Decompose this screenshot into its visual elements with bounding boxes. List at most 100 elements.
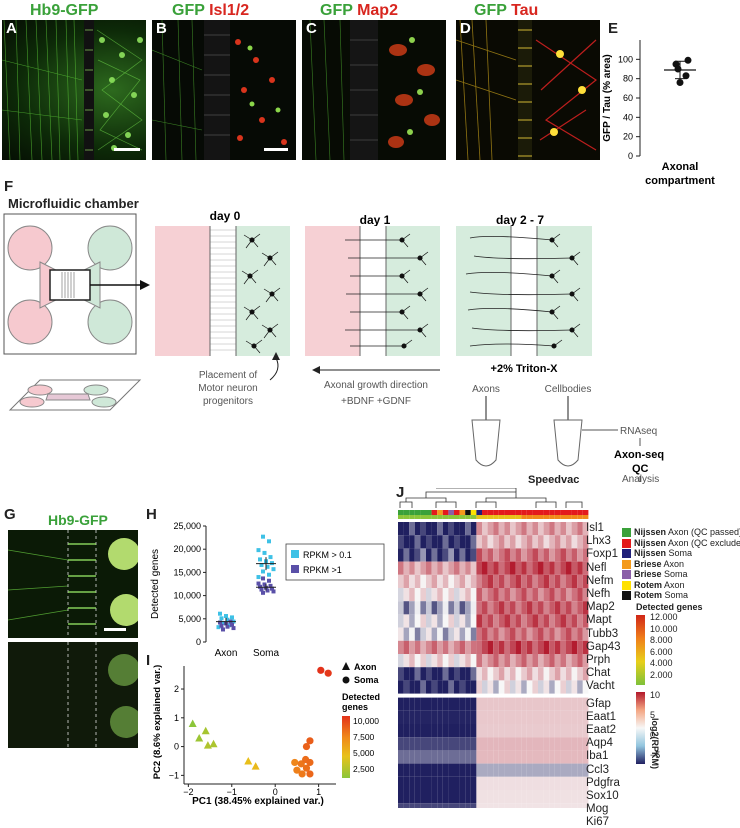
heatmap-cell xyxy=(482,763,488,777)
annotation-genes-cell xyxy=(549,515,555,519)
annotation-genes-cell xyxy=(554,515,561,519)
heatmap-cell xyxy=(442,601,449,615)
heatmap-cell xyxy=(426,601,432,615)
heatmap-cell xyxy=(459,697,466,711)
heatmap-cell xyxy=(577,561,583,575)
h-point xyxy=(218,611,222,616)
heatmap-cell xyxy=(420,601,426,615)
heatmap-cell xyxy=(470,697,477,711)
heatmap-cell xyxy=(554,724,561,738)
heatmap-cell xyxy=(470,763,477,777)
heatmap-cell xyxy=(515,535,522,549)
panel-h-legend xyxy=(285,543,385,581)
heatmap-cell xyxy=(459,548,466,562)
heatmap-cell xyxy=(543,724,550,738)
heatmap-cell xyxy=(493,588,499,602)
heatmap-cell xyxy=(437,574,443,588)
heatmap-cell xyxy=(526,790,533,804)
annotation-genes-cell xyxy=(566,515,572,519)
heatmap-cell xyxy=(403,790,410,804)
heatmap-cell xyxy=(409,654,415,668)
heatmap-cell xyxy=(431,522,438,536)
heatmap-cell xyxy=(414,680,421,694)
heatmap-cell xyxy=(482,640,488,654)
panel-e-ylabel: GFP / Tau (% area) xyxy=(602,54,613,141)
heatmap-cell xyxy=(560,697,566,711)
dendrogram-branch xyxy=(405,497,447,502)
heatmap-cell xyxy=(442,614,449,628)
i-xtick-label: 0 xyxy=(273,787,278,797)
heatmap-cell xyxy=(526,522,533,536)
chamber-well-bl xyxy=(7,299,53,345)
heatmap-cell xyxy=(465,710,471,724)
heatmap-cell xyxy=(498,803,505,808)
heatmap-cell xyxy=(571,724,578,738)
heatmap-cell xyxy=(426,522,432,536)
panel-g-image-bottom xyxy=(8,642,138,748)
panel-h-chart: Detected genes 05,00010,00015,00020,0002… xyxy=(150,521,385,659)
heatmap-cell xyxy=(510,601,516,615)
heatmap-cell xyxy=(504,561,510,575)
heatmap-cell xyxy=(582,724,589,738)
heatmap-cell xyxy=(532,535,538,549)
panel-c-title-red: Map2 xyxy=(357,2,398,19)
heatmap-cell xyxy=(571,574,578,588)
heatmap-cell xyxy=(498,574,505,588)
panel-c-image xyxy=(302,20,446,160)
log-tick: −5 xyxy=(650,750,661,760)
gene-label: Ki67 xyxy=(586,816,610,828)
heatmap-cell xyxy=(582,640,589,654)
heatmap-cell xyxy=(538,561,544,575)
heatmap-cell xyxy=(470,790,477,804)
heatmap-cell xyxy=(493,803,499,808)
heatmap-cell xyxy=(420,588,426,602)
i-point-soma xyxy=(293,766,301,774)
heatmap-cell xyxy=(571,548,578,562)
heatmap-cell xyxy=(571,737,578,751)
heatmap-cell xyxy=(482,697,488,711)
heatmap-cell xyxy=(493,697,499,711)
heatmap-cell xyxy=(582,654,589,668)
heatmap-cell xyxy=(431,790,438,804)
heatmap-cell xyxy=(487,588,494,602)
heatmap-cell xyxy=(521,561,527,575)
day0-label: day 0 xyxy=(210,210,241,223)
zoom-arrow xyxy=(140,280,150,290)
legend-bold: Briese xyxy=(634,569,662,579)
heatmap-cell xyxy=(465,803,471,808)
heatmap-cell xyxy=(459,724,466,738)
heatmap-cell xyxy=(521,614,527,628)
legend-item: Nijssen Axon (QC excluded) xyxy=(622,538,740,548)
heatmap-cell xyxy=(554,548,561,562)
gene-label: Vacht xyxy=(586,680,615,693)
gene-label: Prph xyxy=(586,654,611,666)
dendrogram-branch xyxy=(485,497,547,502)
qc-label: QC xyxy=(632,463,649,475)
heatmap-cell xyxy=(543,654,550,668)
legend-text: Axon xyxy=(661,558,685,569)
heatmap-cell xyxy=(398,737,404,751)
panel-d-title-red: Tau xyxy=(511,2,539,19)
heatmap-cell xyxy=(582,790,589,804)
panel-d-title: GFP Tau xyxy=(474,2,538,20)
heatmap-cell xyxy=(571,640,578,654)
h-point xyxy=(265,588,270,593)
heatmap-cell xyxy=(560,750,566,764)
heatmap-cell xyxy=(465,535,471,549)
annotation-cell xyxy=(442,510,449,515)
heatmap-cell xyxy=(403,710,410,724)
heatmap-cell xyxy=(465,790,471,804)
heatmap-cell xyxy=(398,522,404,536)
heatmap-cell xyxy=(420,697,426,711)
i-ytick-label: 2 xyxy=(174,684,179,694)
heatmap-cell xyxy=(554,737,561,751)
heatmap-cell xyxy=(515,803,522,808)
i-point-soma xyxy=(306,770,314,778)
h-point xyxy=(261,576,265,581)
heatmap-cell xyxy=(454,588,460,602)
heatmap-cell xyxy=(487,654,494,668)
heatmap-cell xyxy=(414,574,421,588)
heatmap-cell xyxy=(442,697,449,711)
gene-label: Mog xyxy=(586,803,609,816)
heatmap-cell xyxy=(566,763,572,777)
